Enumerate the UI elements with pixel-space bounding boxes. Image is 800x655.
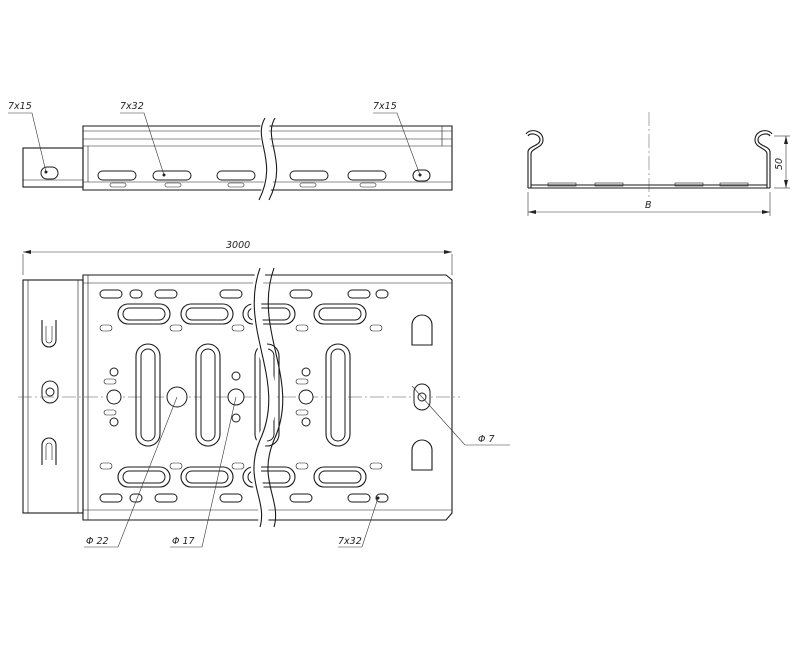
leader-right — [373, 112, 421, 176]
plan-view: 3000 — [18, 240, 510, 548]
leader-dia22 — [84, 396, 178, 548]
label-side-left: 7x15 — [8, 101, 32, 112]
label-dia7: Φ 7 — [478, 434, 495, 445]
label-length: 3000 — [226, 240, 250, 251]
side-view: 7x15 7x32 7x15 — [8, 101, 453, 203]
label-dia22: Φ 22 — [86, 536, 109, 547]
label-dia17: Φ 17 — [172, 536, 195, 547]
leader-dia17 — [170, 396, 237, 548]
label-height: 50 — [774, 158, 785, 170]
label-bottom-slot: 7x32 — [338, 536, 362, 547]
label-width: B — [645, 200, 652, 211]
label-side-right: 7x15 — [373, 101, 397, 112]
leader-bottom-slot — [338, 497, 379, 548]
cross-section-view: B 50 — [525, 112, 790, 216]
leader-mid — [120, 112, 165, 176]
leader-dia7 — [411, 385, 510, 446]
label-side-mid: 7x32 — [120, 101, 144, 112]
leader-left — [8, 112, 47, 173]
